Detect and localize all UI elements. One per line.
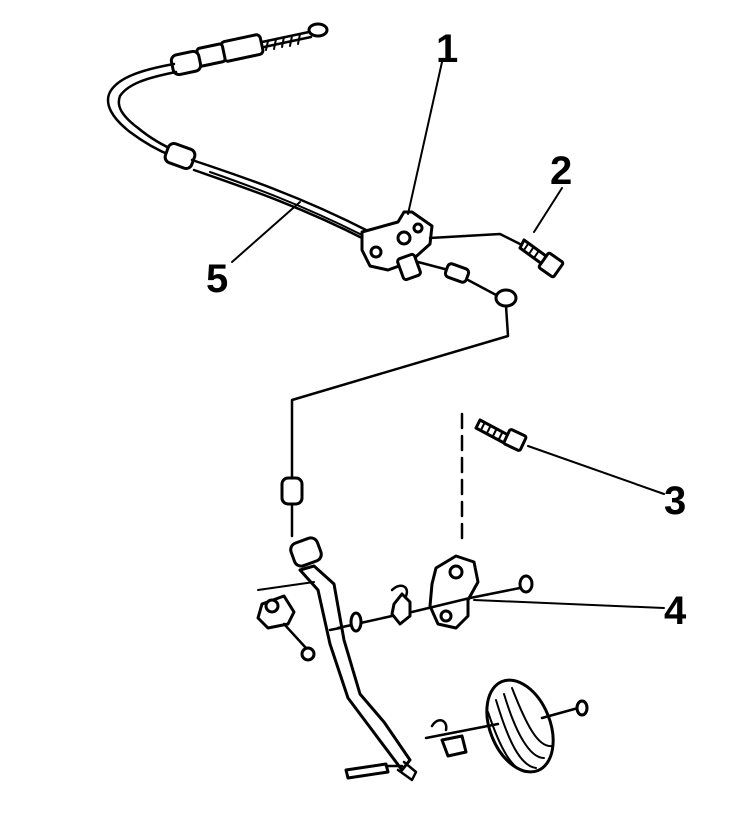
leader-5: [231, 201, 301, 263]
callout-3: 3: [664, 479, 686, 523]
lower-pushrod: [344, 762, 404, 780]
cable-end-eyelet: [307, 22, 329, 38]
throttle-cable: [106, 22, 372, 242]
cable-adjuster: [219, 33, 265, 63]
leader-3: [527, 445, 665, 495]
cable-sheath: [190, 158, 372, 234]
pivot-bracket-body: [428, 554, 480, 630]
pedal-mount: [256, 581, 316, 662]
callout-2: 2: [550, 149, 572, 193]
callout-labels: 1 2 3 4 5: [206, 27, 687, 633]
bolt-head: [537, 251, 565, 279]
inner-cable: [280, 260, 518, 538]
cable-ball-end: [494, 288, 518, 308]
callout-1: 1: [436, 27, 458, 71]
leader-2: [533, 187, 563, 233]
pivot-bracket: [390, 554, 534, 630]
bracket-bolt: [518, 238, 565, 279]
pedal-pad: [424, 678, 589, 774]
leader-4: [473, 599, 665, 609]
cable-sheath-loop: [106, 62, 176, 158]
cable-bracket: [360, 210, 530, 282]
pedal-arm: [298, 564, 412, 772]
callout-4: 4: [664, 589, 687, 633]
callout-5: 5: [206, 257, 228, 301]
leader-1: [407, 61, 443, 215]
upper-bolt: [460, 412, 528, 542]
leader-lines: [231, 61, 665, 609]
cable-ferrule: [163, 142, 197, 170]
cable-threaded-rod: [260, 30, 313, 49]
